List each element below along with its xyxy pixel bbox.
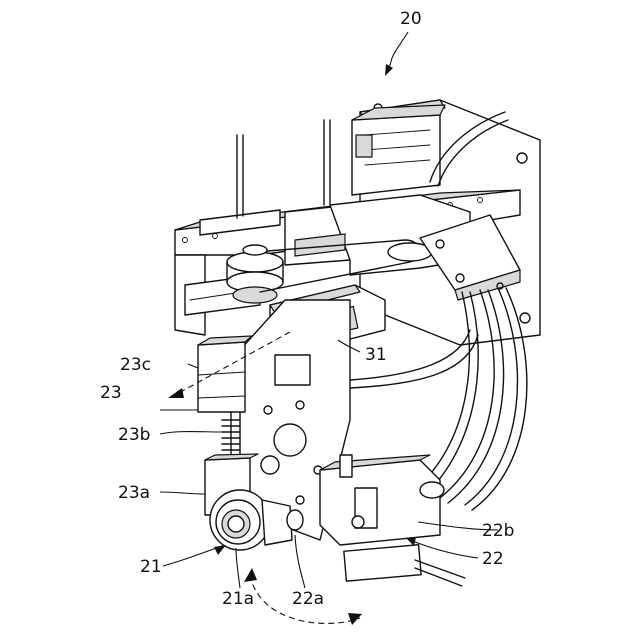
label-22: 22 (482, 549, 504, 569)
label-22a: 22a (292, 589, 324, 609)
label-21: 21 (140, 557, 162, 577)
label-22b: 22b (482, 521, 514, 541)
motor-block (352, 105, 445, 195)
label-23: 23 (100, 383, 122, 403)
label-21a: 21a (222, 589, 254, 609)
label-31: 31 (365, 345, 387, 365)
upright-rods (237, 120, 330, 218)
label-23a: 23a (118, 483, 150, 503)
label-20: 20 (400, 9, 422, 29)
label-23b: 23b (118, 425, 150, 445)
label-23c: 23c (120, 355, 151, 375)
